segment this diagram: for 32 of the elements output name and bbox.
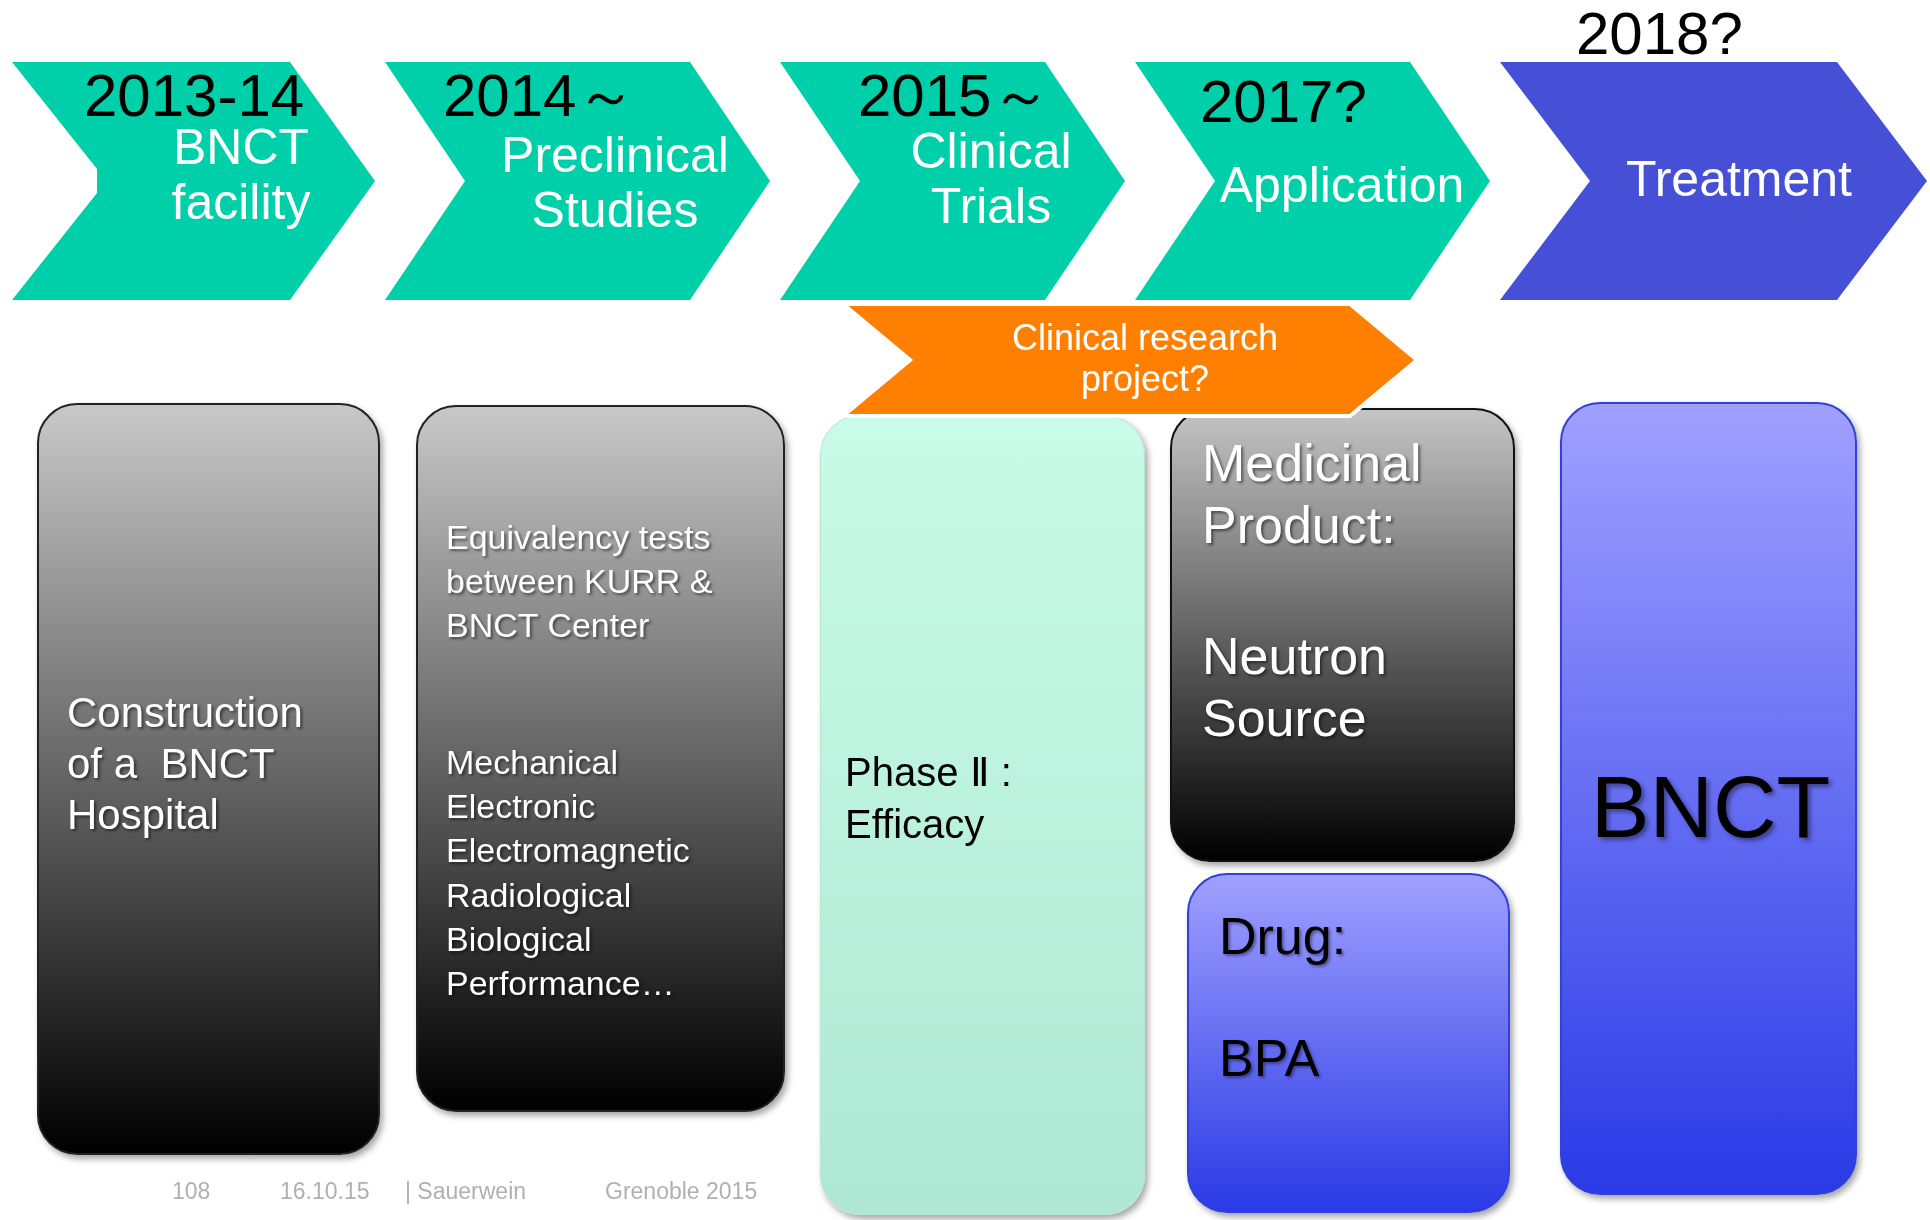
stage-banner (780, 62, 1125, 300)
year-label: 2017? (1200, 72, 1367, 132)
stage-banner (385, 62, 770, 300)
footer-text: | Sauerwein (405, 1178, 527, 1205)
card-text: Phase Ⅱ : Efficacy (845, 749, 1013, 848)
stage-title: Application (1218, 158, 1466, 213)
year-label: 2018? (1576, 4, 1743, 64)
stage-card (37, 403, 380, 1155)
card-text: Neutron Source (1202, 626, 1388, 750)
card-text: Equivalency tests between KURR & BNCT Center (446, 517, 714, 647)
card-text: Construction of a BNCT Hospital (67, 688, 304, 841)
stage-title: Clinical Trials (909, 124, 1073, 234)
stage-card (820, 415, 1145, 1215)
year-label: 2015～ (858, 66, 1052, 126)
project-text: Clinical research project? (1010, 317, 1280, 400)
card-text: BNCT (1589, 759, 1832, 856)
stage-card (1560, 402, 1857, 1195)
stage-banner (12, 62, 375, 300)
card-text: Drug: (1219, 906, 1348, 967)
footer-text: 16.10.15 (280, 1178, 370, 1205)
footer-text: 108 (172, 1178, 211, 1205)
card-text: Medicinal Product: (1202, 433, 1423, 557)
stage-card (1187, 873, 1510, 1213)
stage-card (1170, 408, 1515, 862)
stage-title: Treatment (1625, 152, 1853, 207)
stage-banner (1135, 62, 1490, 300)
stage-card (416, 405, 785, 1112)
year-label: 2014～ (443, 66, 637, 126)
footer-text: Grenoble 2015 (605, 1178, 758, 1205)
card-text: BPA (1219, 1028, 1321, 1089)
card-text: Mechanical Electronic Electromagnetic Radiological Biological Performance… (446, 742, 691, 1004)
stage-title: Preclinical Studies (500, 128, 730, 238)
